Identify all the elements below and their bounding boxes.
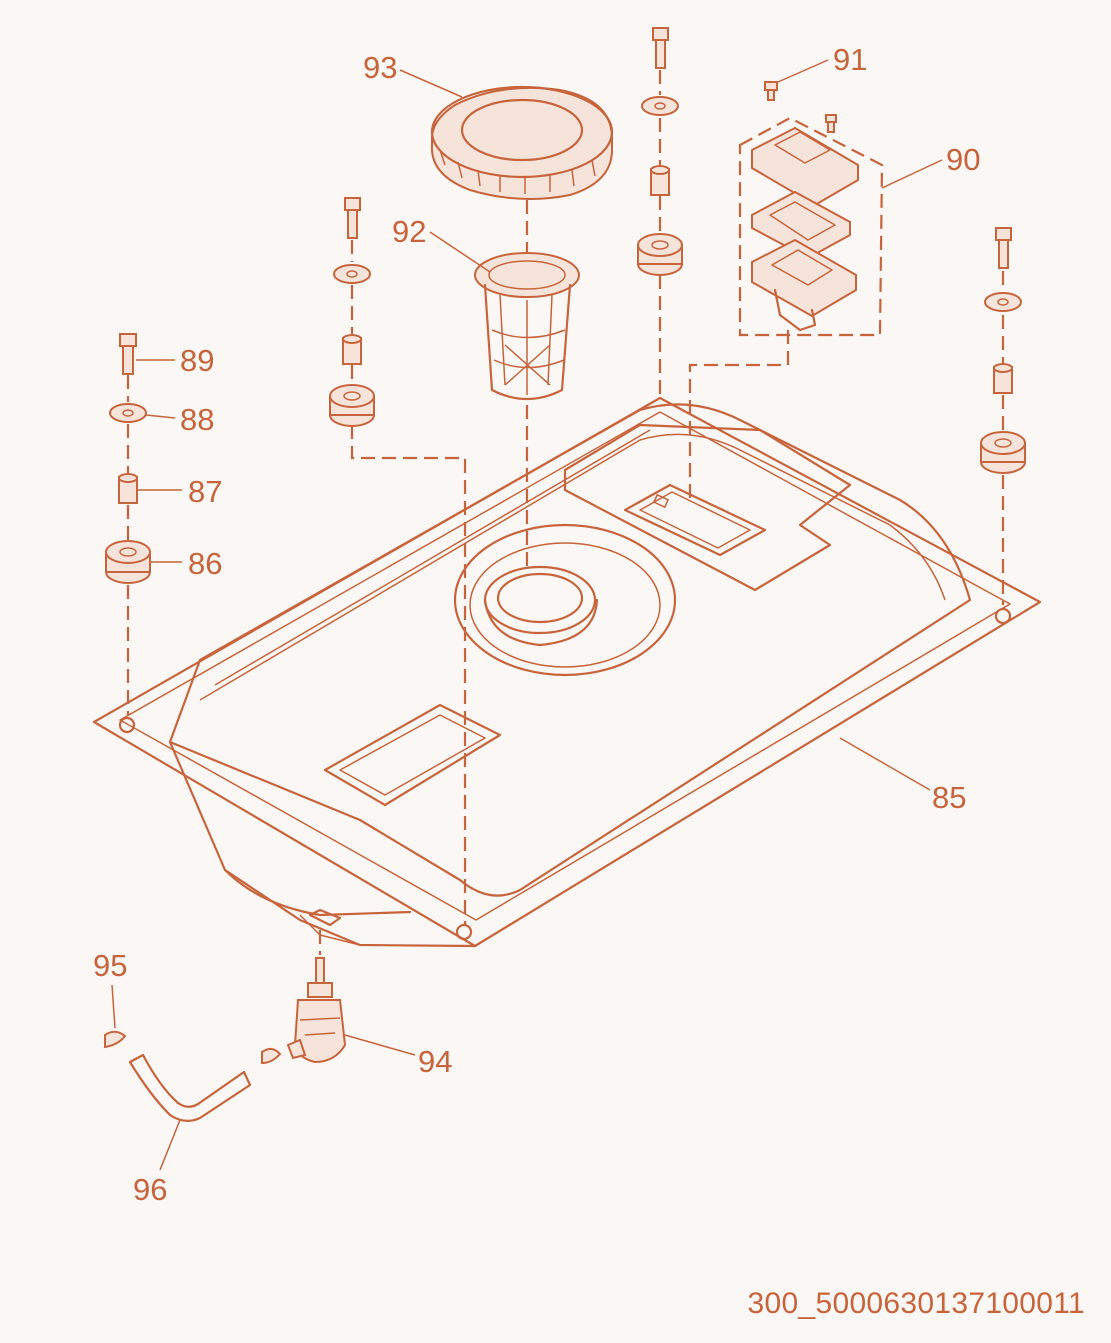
fuel-gauge-assembly — [751, 81, 859, 332]
label-86: 86 — [188, 546, 222, 581]
fuel-valve — [286, 957, 347, 1064]
label-88: 88 — [180, 402, 214, 437]
label-92: 92 — [392, 214, 426, 249]
label-93: 93 — [363, 50, 397, 85]
fuel-cap — [430, 85, 614, 200]
label-94: 94 — [418, 1044, 452, 1079]
fuel-tank — [92, 396, 1042, 948]
label-96: 96 — [133, 1172, 167, 1207]
label-87: 87 — [188, 474, 222, 509]
hose-and-clamps — [104, 1030, 282, 1122]
label-95: 95 — [93, 948, 127, 983]
mount-stack-mid-right — [637, 27, 683, 276]
assembly-guide-lines — [126, 70, 1005, 955]
label-90: 90 — [946, 142, 980, 177]
mount-stack-mid-left — [329, 197, 375, 427]
callout-leader-lines — [111, 59, 943, 1171]
mount-stack-left — [105, 333, 151, 584]
label-85: 85 — [932, 780, 966, 815]
fuel-strainer — [474, 252, 580, 400]
diagram-code: 300_5000630137100011 — [747, 1287, 1085, 1320]
label-91: 91 — [833, 42, 867, 77]
mount-stack-right — [980, 227, 1026, 474]
label-89: 89 — [180, 343, 214, 378]
part-labels: 89 88 87 86 93 92 91 90 85 94 95 96 — [93, 42, 980, 1207]
